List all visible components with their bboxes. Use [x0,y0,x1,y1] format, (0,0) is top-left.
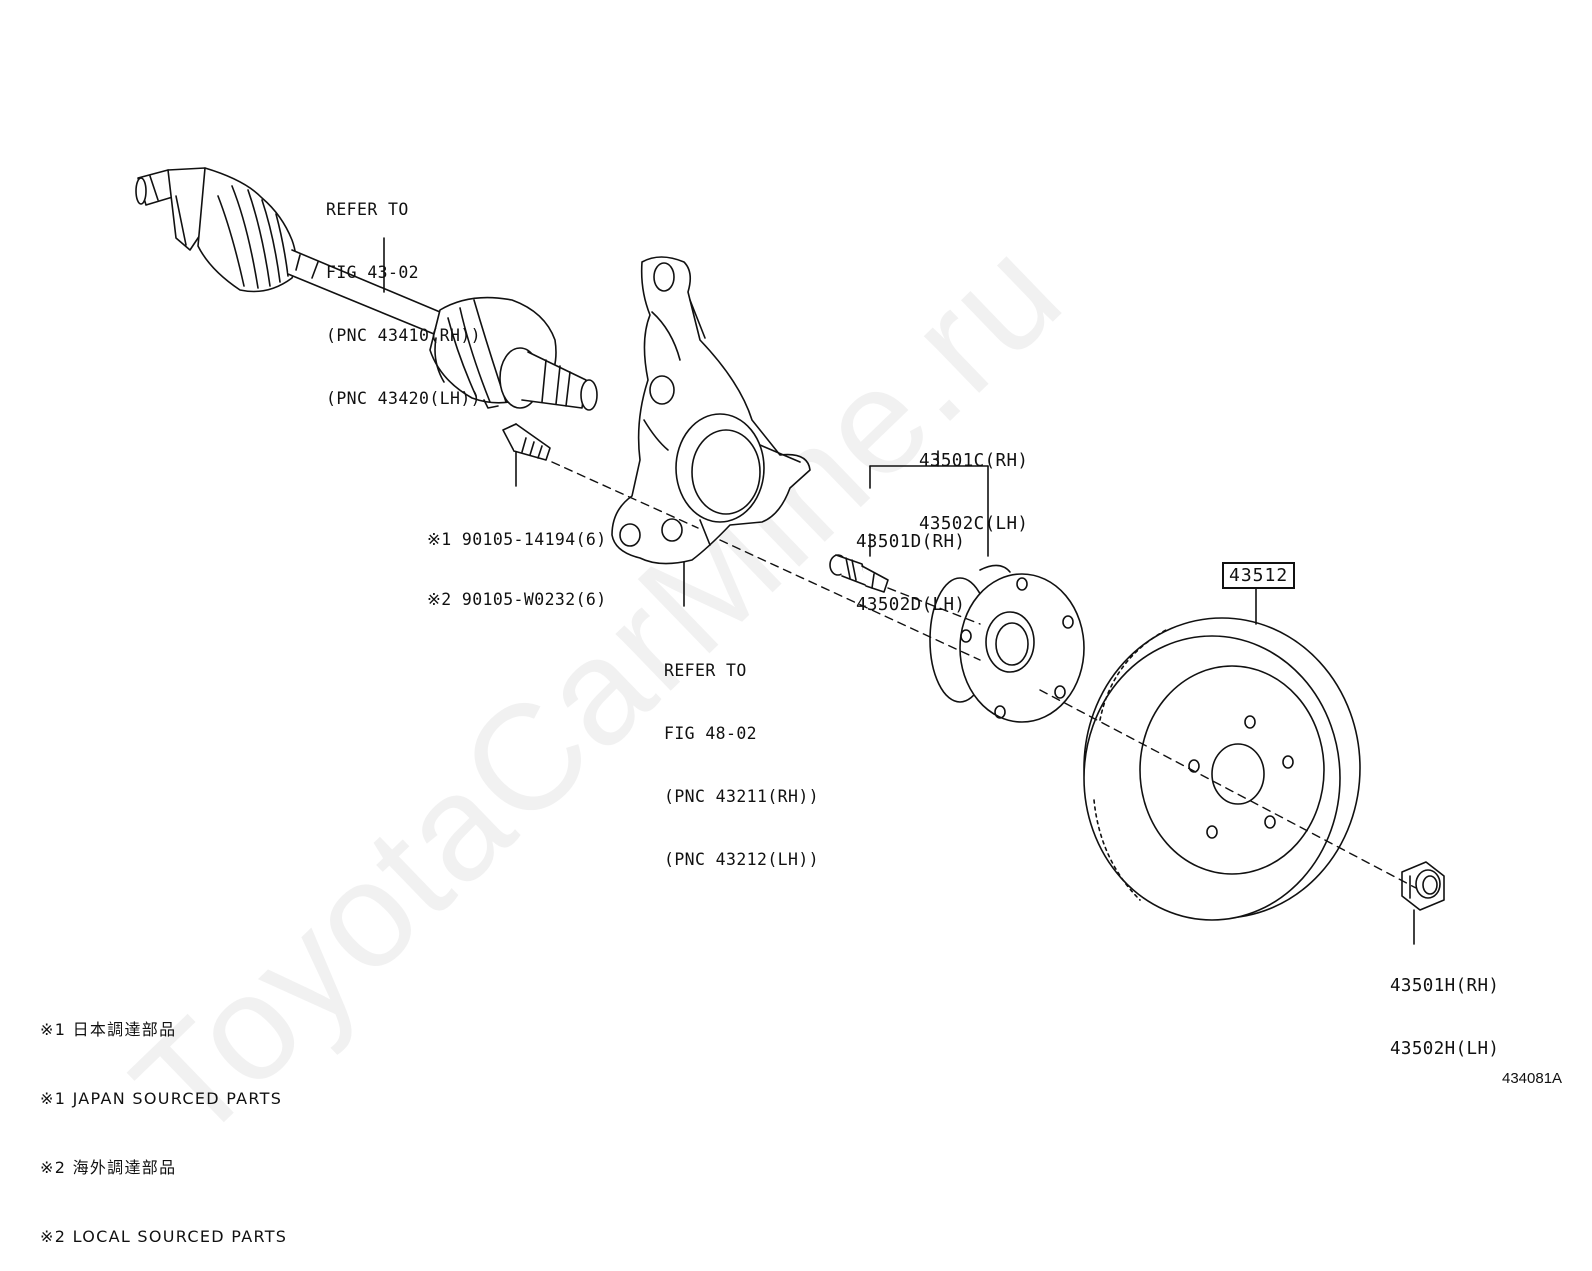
nut-part-label: 43501H(RH) 43502H(LH) [1390,976,1500,1059]
steering-knuckle [611,256,811,565]
brake-disc [1083,617,1361,921]
shaft-ref-label: REFER TO FIG 43-02 (PNC 43410(RH)) (PNC … [326,200,482,408]
hub-bolt-part-label: 43501D(RH) 43502D(LH) [856,532,966,615]
knuckle-ref-label: REFER TO FIG 48-02 (PNC 43211(RH)) (PNC … [664,661,820,869]
exploded-view-drawing [135,167,1445,945]
hub-assembly-part-label: 43501C(RH) 43502C(LH) [919,451,1029,534]
bolt-part-label: ※1 90105-14194(6) ※2 90105-W0232(6) [427,530,607,609]
sourcing-notes: ※1 日本調達部品 ※1 JAPAN SOURCED PARTS ※2 海外調達… [40,1020,288,1246]
hub-bolt [829,554,889,593]
hub-nut [1401,861,1445,911]
knuckle-bolt [502,423,551,461]
assembly-axis [551,461,1417,889]
leader-bracket [869,450,989,557]
disc-part-label: 43512 [1222,562,1296,589]
figure-id: 434081A [1502,1070,1563,1087]
hub-bearing-assembly [929,564,1085,723]
drive-shaft [135,167,598,411]
